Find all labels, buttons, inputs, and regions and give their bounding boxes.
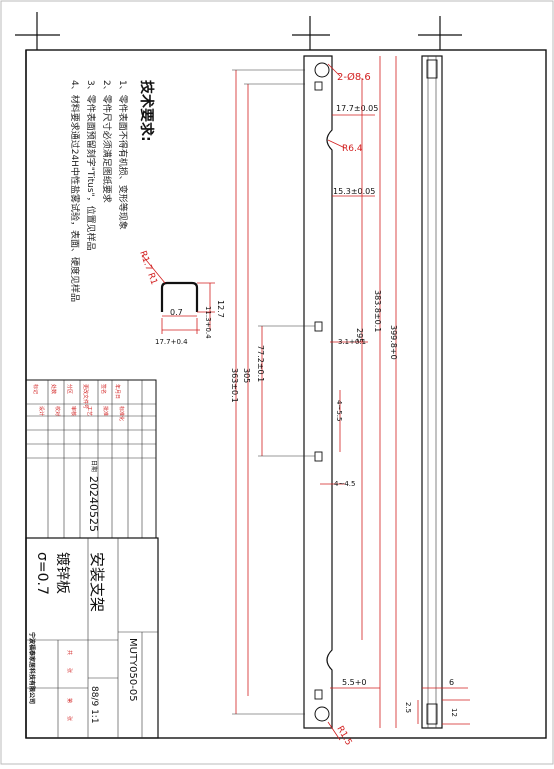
- side-dim-label: 6: [449, 678, 454, 687]
- dimensions: 2-Ø8.6 17.7±0.05 R6.4 15.3±0.05 383.8±0.…: [230, 56, 398, 747]
- grid-label: 校对: [54, 406, 61, 416]
- section-detail: R1.7 R1 0.7 12.7 11.3+0.4 17.7+0.4: [137, 250, 225, 346]
- section-width-label: 17.7+0.4: [155, 338, 188, 346]
- section-thickness-label: 0.7: [170, 308, 183, 317]
- slot-dim-label: 5.5+0: [342, 678, 367, 687]
- grid-label: 批准: [102, 406, 109, 416]
- bracket-side-view: 6 12 2.5: [404, 55, 470, 729]
- mount-hole: [314, 62, 330, 78]
- mount-hole: [314, 706, 330, 722]
- sheet-label: 张: [66, 668, 73, 673]
- sheet-label: 共: [66, 650, 73, 655]
- bracket-outline: [303, 55, 333, 729]
- grid-label: 签名: [100, 384, 107, 394]
- date-label: 日期: [90, 460, 98, 472]
- side-slot: [426, 703, 438, 725]
- bracket-front-view: [303, 55, 333, 729]
- side-slot: [426, 59, 438, 79]
- length-dim-label: 305: [242, 368, 251, 383]
- scale-text: 88/9 1:1: [89, 686, 99, 724]
- revision-table: 标记 处数 分区 更改文件号 签名 年月日 设计 校对 审核 工艺 批准 标准化…: [25, 379, 157, 539]
- slot: [314, 689, 323, 700]
- note-item: 3、零件表面预留刻字"Titus"，位置见样品: [85, 80, 97, 251]
- width-dim-label: 17.7±0.05: [336, 104, 378, 113]
- grid-label: 分区: [66, 384, 73, 394]
- slot: [314, 451, 323, 462]
- slot: [314, 81, 323, 91]
- slot: [314, 321, 323, 332]
- side-dim-label: 2.5: [404, 702, 412, 713]
- grid-label: 标记: [32, 384, 39, 394]
- note-item: 4、材料要求通过24H中性盐雾试验，表面、硬度见样品: [69, 80, 81, 302]
- part-name: 安装支架: [88, 552, 106, 612]
- sheet-label: 第: [66, 698, 73, 703]
- length-dim-label: 295: [355, 328, 364, 343]
- length-dim-label: 383.8±0.1: [373, 290, 382, 332]
- radius-dim-label: R6.4: [342, 144, 363, 154]
- section-inner-height-label: 11.3+0.4: [204, 306, 212, 339]
- grid-label: 更改文件号: [82, 384, 89, 409]
- sheet-label: 张: [66, 716, 73, 721]
- side-dim-label: 12: [450, 708, 458, 717]
- material-thickness: σ=0.7: [34, 552, 50, 595]
- grid-label: 工艺: [86, 406, 92, 416]
- hole-dim-label: 2-Ø8.6: [337, 71, 371, 83]
- section-profile: [160, 281, 199, 312]
- section-height-label: 12.7: [216, 300, 225, 318]
- note-item: 2、零件尺寸必须满足图纸要求: [101, 80, 113, 203]
- grid-label: 年月日: [114, 384, 121, 399]
- title-grid: [25, 537, 159, 739]
- title-block: 安装支架 镀锌板 σ=0.7 MUTY050-05 88/9 1:1 宁波福泰家…: [25, 537, 159, 739]
- side-outline: [421, 55, 443, 729]
- grid-label: 审核: [70, 406, 77, 416]
- width-dim-label: 15.3±0.05: [333, 187, 375, 196]
- grid-label: 处数: [50, 384, 57, 394]
- technical-notes: 技术要求: 1、零件表面不得有机损、变形等现象 2、零件尺寸必须满足图纸要求 3…: [69, 80, 155, 302]
- material-name: 镀锌板: [54, 552, 71, 594]
- slot-dim-label: 3.1+0.1: [338, 338, 366, 346]
- center-marks: [15, 12, 462, 50]
- slot-dim-label: 4~5.5: [335, 400, 343, 421]
- length-dim-label: 77.2±0.1: [256, 345, 265, 382]
- note-item: 1、零件表面不得有机损、变形等现象: [117, 80, 129, 230]
- drawing-number: MUTY050-05: [127, 638, 138, 702]
- notes-title: 技术要求:: [138, 80, 155, 142]
- slot-dim-label: 4~4.5: [334, 480, 355, 488]
- date-value: 20240525: [87, 476, 100, 532]
- grid-label: 标准化: [118, 406, 125, 421]
- grid-label: 设计: [38, 406, 45, 416]
- company-name: 宁波福泰家居科技有限公司: [28, 632, 36, 704]
- length-dim-label: 363±0.1: [230, 368, 239, 403]
- length-dim-label: 399.8+0: [389, 325, 398, 360]
